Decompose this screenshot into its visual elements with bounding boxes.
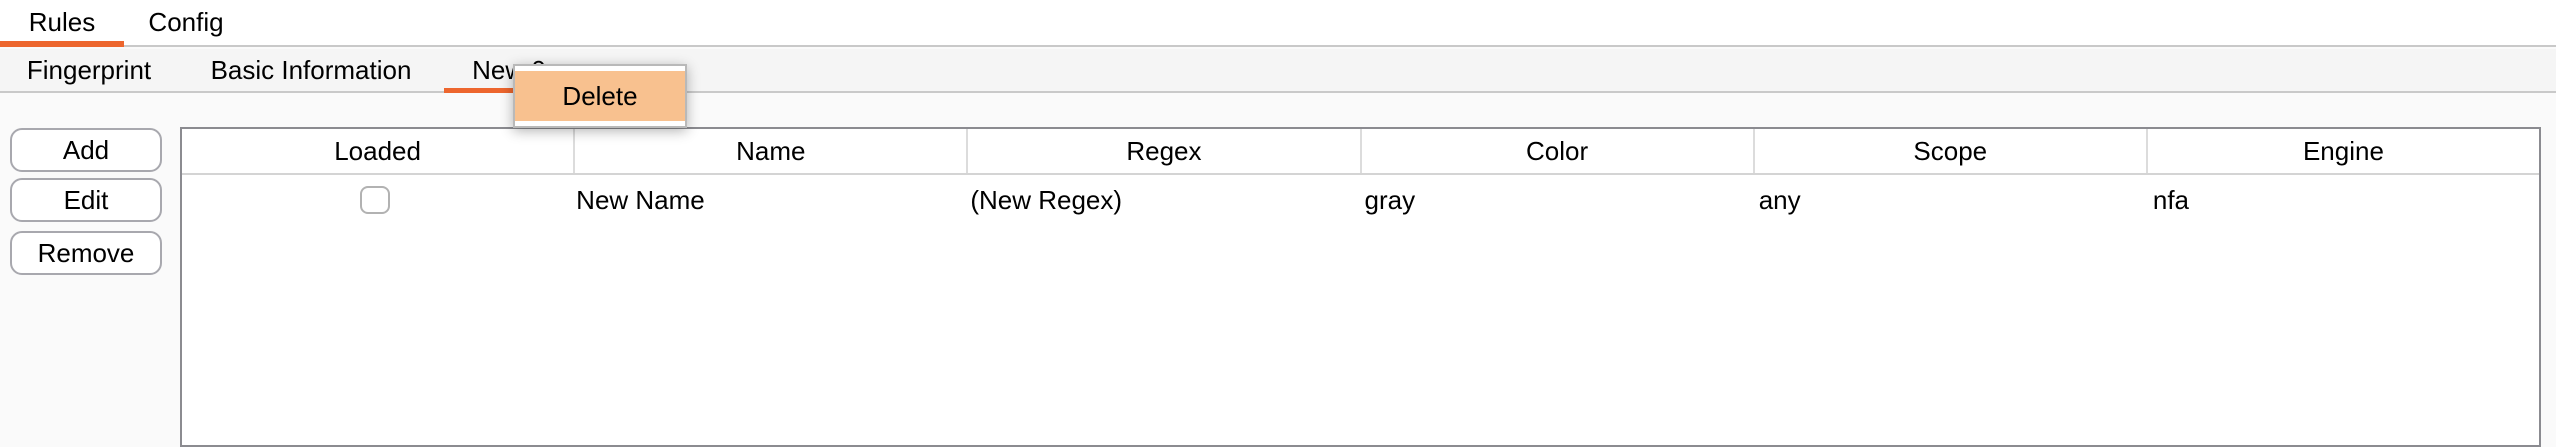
cell-engine: nfa: [2152, 184, 2190, 215]
context-menu: Delete: [513, 64, 687, 128]
tab-config[interactable]: Config: [124, 0, 248, 45]
subtab-fingerprint-label: Fingerprint: [26, 54, 152, 85]
cell-scope: any: [1758, 184, 1801, 215]
subtab-fingerprint[interactable]: Fingerprint: [0, 49, 178, 91]
cell-regex: (New Regex): [970, 184, 1123, 215]
tab-rules-label: Rules: [28, 7, 96, 37]
tab-config-label: Config: [148, 7, 224, 37]
cell-color: gray: [1364, 184, 1416, 215]
remove-button[interactable]: Remove: [10, 231, 162, 275]
cell-loaded: [182, 175, 568, 225]
rules-table: Loaded Name Regex Color Scope Engine New…: [180, 127, 2541, 447]
table-row[interactable]: New Name (New Regex) gray any nfa: [182, 175, 2539, 225]
cell-name: New Name: [576, 184, 705, 215]
loaded-checkbox[interactable]: [360, 186, 391, 214]
subtab-basic-information-label: Basic Information: [210, 54, 412, 85]
edit-button[interactable]: Edit: [10, 178, 162, 222]
tab-rules[interactable]: Rules: [0, 0, 124, 47]
column-header-engine[interactable]: Engine: [2302, 135, 2384, 166]
subtab-basic-information[interactable]: Basic Information: [178, 49, 444, 91]
column-header-name[interactable]: Name: [575, 129, 969, 173]
column-header-color[interactable]: Color: [1362, 129, 1755, 173]
add-button[interactable]: Add: [10, 128, 162, 172]
column-header-loaded[interactable]: Loaded: [182, 129, 576, 173]
main-tab-bar: Rules Config: [0, 0, 2556, 47]
column-header-regex[interactable]: Regex: [968, 129, 1362, 173]
sidebar: Add Edit Remove: [0, 95, 180, 424]
column-header-scope[interactable]: Scope: [1755, 129, 2148, 173]
table-header: Loaded Name Regex Color Scope Engine: [182, 129, 2539, 175]
sub-tab-bar: Fingerprint Basic Information New 0: [0, 49, 2556, 93]
menu-item-delete[interactable]: Delete: [515, 71, 685, 121]
